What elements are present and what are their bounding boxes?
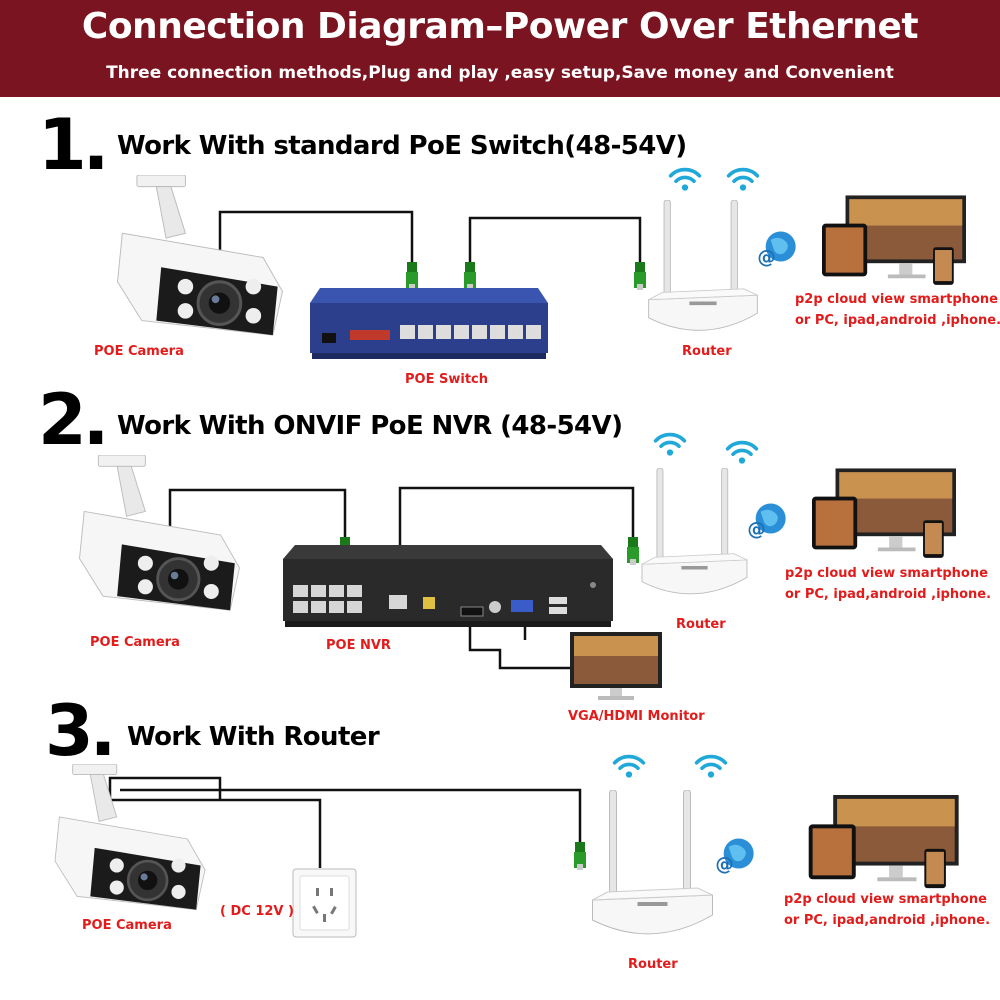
- section-1-wifi-icon-left: [668, 167, 702, 192]
- section-2-number: 2.: [38, 379, 109, 461]
- section-2-poe-nvr-image: [283, 545, 613, 627]
- section-3-cloud-line-1: p2p cloud view smartphone: [784, 892, 987, 907]
- header-banner: [0, 0, 1000, 97]
- section-3-globe-icon: [715, 838, 754, 876]
- section-2-cloud-line-1: p2p cloud view smartphone: [785, 566, 988, 581]
- section-3-wifi-icon-left: [612, 754, 646, 779]
- section-1-wifi-icon-right: [726, 167, 760, 192]
- section-3-camera-label: POE Camera: [82, 918, 172, 933]
- section-1-number: 1.: [38, 104, 109, 186]
- section-2-monitor-label: VGA/HDMI Monitor: [568, 709, 705, 724]
- section-2-monitor-image: [570, 632, 662, 700]
- section-3-cloud-line-2: or PC, ipad,android ,iphone.: [784, 913, 991, 928]
- section-2-wifi-icon-left: [653, 432, 687, 457]
- section-2-router-image: [641, 468, 748, 595]
- section-1-globe-icon: [757, 231, 796, 269]
- section-2-wifi-icon-right: [725, 440, 759, 465]
- section-3-router-image: [591, 790, 714, 935]
- section-2-cloud-line-2: or PC, ipad,android ,iphone.: [785, 587, 992, 602]
- section-2-router-label: Router: [676, 617, 726, 632]
- page-subtitle: Three connection methods,Plug and play ,…: [106, 63, 894, 83]
- section-1-devices-image: [822, 195, 966, 285]
- section-3-router-label: Router: [628, 957, 678, 972]
- section-1-router-image: [648, 200, 758, 331]
- section-3-wall-socket-image: [292, 868, 357, 938]
- section-2-devices-image: [812, 468, 956, 558]
- section-1-heading: Work With standard PoE Switch(48-54V): [117, 131, 687, 161]
- section-3-number: 3.: [45, 690, 116, 772]
- page-title: Connection Diagram–Power Over Ethernet: [81, 6, 919, 47]
- section-2-globe-icon: [747, 503, 786, 541]
- section-1-cloud-line-2: or PC, ipad,android ,iphone.: [795, 313, 1000, 328]
- section-2-camera-image: [78, 455, 241, 612]
- section-2-cloud-label: p2p cloud view smartphone or PC, ipad,an…: [785, 563, 992, 605]
- section-2-nvr-label: POE NVR: [326, 638, 391, 653]
- section-3-power-label: ( DC 12V ): [220, 904, 294, 919]
- section-1-switch-label: POE Switch: [405, 372, 488, 387]
- section-3-heading: Work With Router: [127, 722, 380, 752]
- section-2-camera-label: POE Camera: [90, 635, 180, 650]
- section-3-wifi-icon-right: [694, 754, 728, 779]
- section-3-cloud-label: p2p cloud view smartphone or PC, ipad,an…: [784, 889, 991, 931]
- section-1-camera-image: [116, 175, 284, 337]
- section-1-poe-switch-image: [310, 288, 548, 359]
- section-1-cloud-label: p2p cloud view smartphone or PC, ipad,an…: [795, 289, 1000, 331]
- section-1-camera-label: POE Camera: [94, 344, 184, 359]
- section-3-camera-image: [53, 764, 207, 911]
- section-1-router-label: Router: [682, 344, 732, 359]
- section-1-cloud-line-1: p2p cloud view smartphone: [795, 292, 998, 307]
- section-2-heading: Work With ONVIF PoE NVR (48-54V): [117, 411, 623, 441]
- section-3-devices-image: [808, 795, 959, 889]
